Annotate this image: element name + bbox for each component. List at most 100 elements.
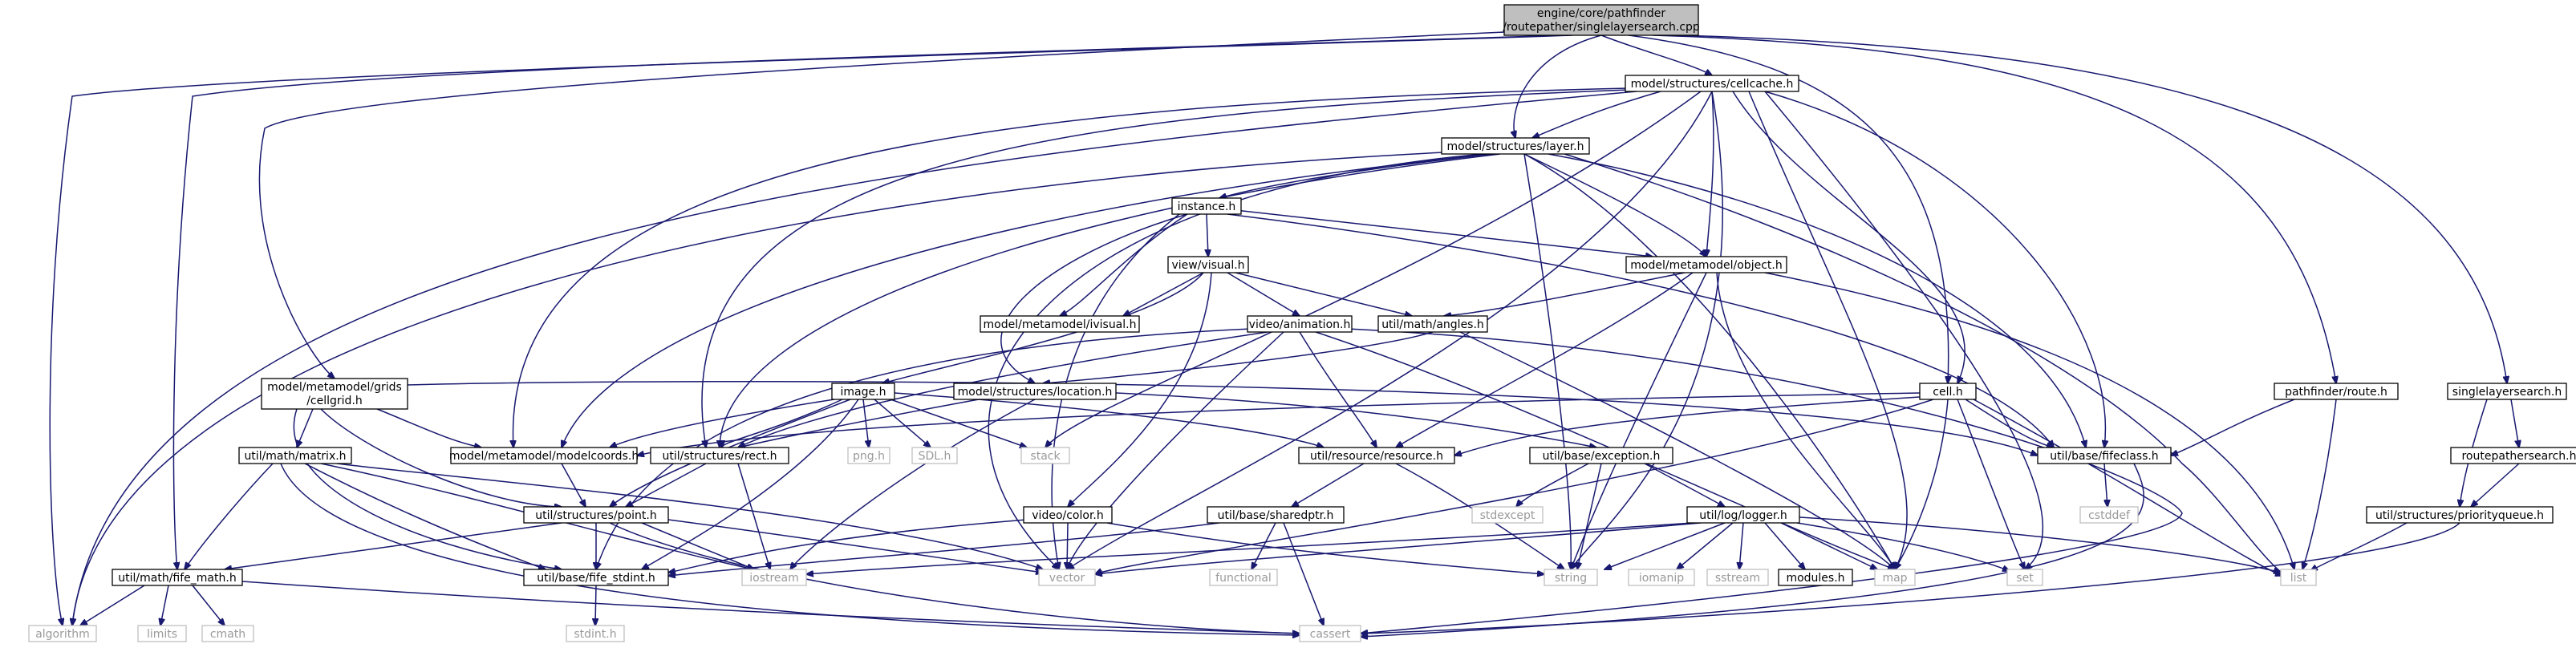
sys-stdexcept[interactable]: stdexcept [1471,506,1544,524]
svg-text:cell.h: cell.h [1933,386,1962,399]
edge-122 [241,581,1300,634]
edge-8 [1532,91,1661,138]
dependency-edge [1067,91,1713,569]
edge-103 [609,522,1300,634]
node-modules[interactable]: modules.h [1778,569,1853,586]
node-fife-math[interactable]: util/math/fife_math.h [112,569,243,586]
sys-iomanip[interactable]: iomanip [1628,569,1695,586]
edge-75 [1095,399,1934,574]
edge-102 [667,519,1043,573]
sys-list[interactable]: list [2280,569,2317,586]
edge-48 [1299,331,1377,447]
dependency-edge [894,392,1324,447]
sys-algorithm[interactable]: algorithm [28,625,97,642]
dependency-edge [2103,463,2107,507]
svg-text:list: list [2290,572,2307,585]
edge-82 [2310,522,2408,571]
edge-68 [790,399,1036,569]
sys-vector[interactable]: vector [1038,569,1096,586]
svg-text:pathfinder/route.h: pathfinder/route.h [2285,386,2387,399]
sys-iostream[interactable]: iostream [741,569,807,586]
node-layer[interactable]: model/structures/layer.h [1441,137,1590,155]
dependency-edge [1604,522,1726,569]
dependency-edge [642,399,859,569]
edge-26 [562,153,1493,447]
node-image[interactable]: image.h [831,383,895,400]
svg-text:video/color.h: video/color.h [1032,509,1103,522]
node-cell[interactable]: cell.h [1919,383,1977,400]
node-routepathersearch[interactable]: routepathersearch.h [2450,447,2576,464]
node-color[interactable]: video/color.h [1023,506,1113,524]
svg-text:util/structures/rect.h: util/structures/rect.h [663,450,777,463]
node-object[interactable]: model/metamodel/object.h [1625,256,1787,273]
sys-stdint-h[interactable]: stdint.h [566,625,625,642]
dependency-edges [49,31,2520,637]
sys-sstream[interactable]: sstream [1706,569,1769,586]
dependency-edge [1571,91,1723,569]
dependency-edge [890,399,1027,447]
dependency-edge [1564,153,2286,576]
dependency-edge [1600,34,1712,75]
node-angles[interactable]: util/math/angles.h [1377,315,1488,333]
sys-limits[interactable]: limits [137,625,187,642]
edge-53 [1347,328,2183,634]
edge-16 [1748,91,1908,569]
root-label-line1: engine/core/pathfinder [1537,7,1666,20]
node-rect[interactable]: util/structures/rect.h [650,447,789,464]
node-ivisual[interactable]: model/metamodel/ivisual.h [980,315,1140,333]
node-matrix[interactable]: util/math/matrix.h [238,447,352,464]
node-exception[interactable]: util/base/exception.h [1529,447,1673,464]
edge-23 [1548,153,2086,447]
node-priorityqueue[interactable]: util/structures/priorityqueue.h [2366,506,2554,524]
node-route[interactable]: pathfinder/route.h [2274,383,2399,400]
edge-27 [988,153,1485,569]
dependency-edge [562,153,1493,447]
svg-text:stack: stack [1030,450,1061,463]
node-animation[interactable]: video/animation.h [1247,315,1353,333]
sys-set[interactable]: set [2006,569,2043,586]
node-cellcache[interactable]: model/structures/cellcache.h [1625,75,1799,92]
svg-text:cstddef: cstddef [2088,509,2131,522]
sys-string[interactable]: string [1544,569,1598,586]
edge-36 [1123,272,1204,316]
sys-map[interactable]: map [1874,569,1916,586]
edge-28 [72,152,1445,626]
dependency-edge [1207,213,1208,257]
node-visual[interactable]: view/visual.h [1167,256,1249,273]
edge-101 [641,522,754,569]
dependency-edge [1454,396,1921,456]
sys-cassert[interactable]: cassert [1299,625,1361,642]
sys-cmath[interactable]: cmath [201,625,254,642]
dependency-edge [641,522,754,569]
edge-85 [626,463,707,507]
dependency-edge [1444,272,1686,316]
sys-png[interactable]: png.h [847,447,890,464]
node-modelcoords[interactable]: model/metamodel/modelcoords.h [449,447,639,464]
dependency-edge [2471,463,2520,507]
node-instance[interactable]: instance.h [1171,197,1242,215]
node-location[interactable]: model/structures/location.h [953,383,1117,400]
sys-sdl[interactable]: SDL.h [911,447,958,464]
svg-text:util/log/logger.h: util/log/logger.h [1699,509,1787,522]
sys-stack[interactable]: stack [1020,447,1070,464]
dependency-edge [1532,91,1661,138]
node-cellgrid[interactable]: model/metamodel/grids /cellgrid.h [261,378,408,410]
sys-cstddef[interactable]: cstddef [2079,506,2139,524]
node-sharedptr[interactable]: util/base/sharedptr.h [1207,506,1345,524]
edge-65 [642,399,859,569]
svg-text:util/base/sharedptr.h: util/base/sharedptr.h [1218,509,1334,522]
dependency-edge [668,519,1028,573]
node-singlelayersearch[interactable]: singlelayersearch.h [2447,383,2567,400]
dependency-edge [160,585,169,626]
root-node[interactable]: engine/core/pathfinder /routepather/sing… [1503,4,1700,36]
node-point[interactable]: util/structures/point.h [523,506,669,524]
dependency-edge [192,585,225,626]
node-logger[interactable]: util/log/logger.h [1686,506,1800,524]
edge-73 [1957,399,2025,569]
edge-74 [1973,399,2282,576]
node-fife-stdint[interactable]: util/base/fife_stdint.h [523,569,669,586]
edge-14 [1067,91,1713,569]
sys-functional[interactable]: functional [1209,569,1278,586]
node-fifeclass[interactable]: util/base/fifeclass.h [2037,447,2172,464]
node-resource[interactable]: util/resource/resource.h [1298,447,1455,464]
